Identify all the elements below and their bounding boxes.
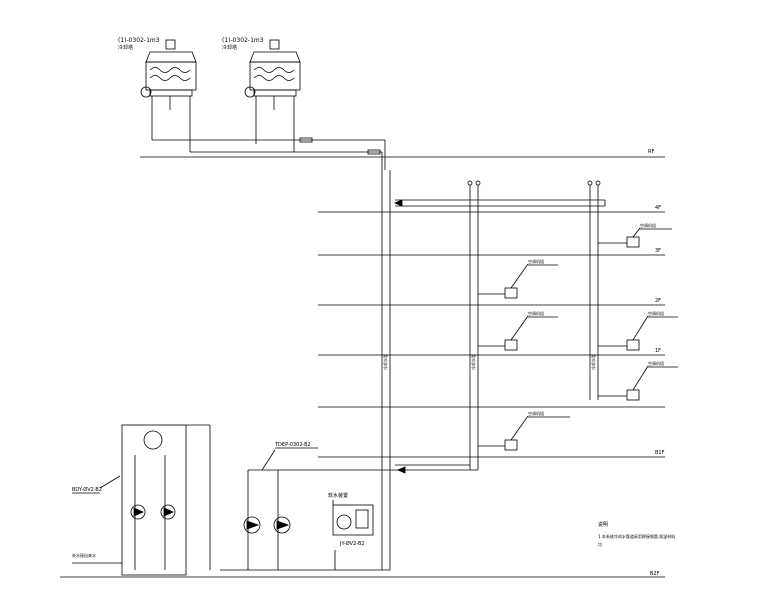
floor-label: B1F: [655, 450, 665, 456]
floor-label: B2F: [650, 571, 660, 577]
unit-label: 空调机组: [528, 258, 544, 264]
cooling-tower-1: (1)-0302-1m3 冷却塔: [118, 37, 197, 152]
floor-labels: RF 4F 3F 2F 1F B1F B2F: [648, 149, 665, 577]
tower-motor-icon: [140, 86, 152, 98]
pump-group-right-tag: TDEP-0302-B2: [274, 442, 311, 448]
unit-label: 空调机组: [528, 410, 544, 416]
tower-2-sub: 冷却塔: [222, 44, 237, 51]
softener-tag: JY-ØV2-B2: [339, 540, 365, 547]
riser-label: 冷却水管: [382, 354, 388, 370]
tower-fan-icon: [269, 39, 280, 50]
floor-label: 1F: [655, 348, 661, 354]
pump-group-left-tag: BDY-ØV2-B2: [72, 486, 102, 493]
notes: 说明 1 本系统冷却水管道采用焊接钢管,保温材料 均: [598, 521, 675, 547]
tower-1-tag: (1)-0302-1m3: [118, 37, 160, 44]
pump-icon: [130, 504, 146, 520]
pump-icon: [273, 516, 291, 534]
pump-icon: [243, 516, 261, 534]
unit-label: 空调机组: [648, 310, 664, 316]
pump-icon: [160, 504, 176, 520]
unit-b1f-mid: 空调机组: [478, 410, 570, 451]
unit-label: 空调机组: [648, 360, 664, 366]
unit-label: 空调机组: [528, 310, 544, 316]
note-line-1: 1 本系统冷却水管道采用焊接钢管,保温材料: [598, 533, 675, 539]
tower-piping: [151, 120, 386, 170]
softener-unit: 软水装置 JY-ØV2-B2: [328, 492, 374, 570]
softener-label: 软水装置: [328, 492, 348, 499]
unit-2f-right: 空调机组: [598, 310, 678, 351]
tower-fan-icon: [165, 39, 176, 50]
floor-label: 2F: [655, 298, 661, 304]
floor-label: 3F: [655, 248, 661, 254]
pump-group-right: TDEP-0302-B2: [220, 442, 390, 571]
riser-label: 冷却水管: [470, 354, 476, 370]
cooling-tower-2: (1)-0302-1m3 冷却塔: [222, 37, 301, 152]
note-line-2: 均: [598, 541, 602, 547]
tower-2-tag: (1)-0302-1m3: [222, 37, 264, 44]
tower-motor-icon: [244, 86, 256, 98]
unit-label: 空调机组: [640, 222, 656, 228]
floor-label: 4F: [655, 205, 661, 211]
tank-icon: [143, 430, 163, 450]
makeup-label: 补水接自来水: [72, 552, 96, 558]
tower-1-sub: 冷却塔: [118, 44, 133, 51]
riser-label: 冷却水管: [590, 354, 596, 370]
pump-group-left: BDY-ØV2-B2 补水接自来水: [72, 424, 211, 576]
unit-1f-right: 空调机组: [598, 360, 678, 401]
unit-2f-mid: 空调机组: [478, 310, 558, 351]
floor-label: RF: [648, 149, 654, 155]
note-title: 说明: [598, 521, 608, 528]
floor-lines: [60, 156, 665, 578]
softener-icon: [336, 514, 352, 530]
risers: [381, 170, 606, 570]
unit-3f-mid: 空调机组: [478, 258, 558, 299]
riser-labels: 冷却水管 冷却水管 冷却水管: [382, 354, 596, 370]
unit-4f-right: 空调机组: [598, 222, 672, 248]
